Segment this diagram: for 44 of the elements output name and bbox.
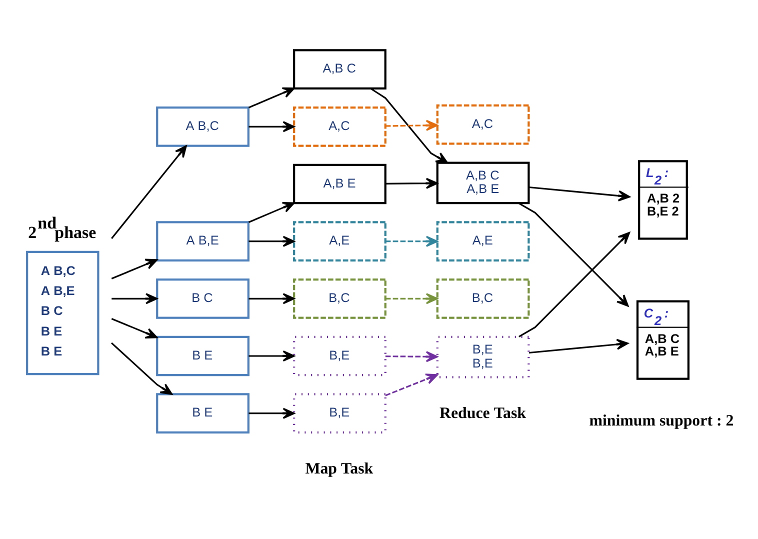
- arrow: [111, 258, 158, 279]
- arrow: [248, 350, 295, 362]
- node-box: A,E: [293, 220, 386, 261]
- arrow: [248, 120, 295, 132]
- arrow: [385, 350, 438, 362]
- arrow: [518, 231, 630, 337]
- node-box: A,E: [436, 220, 530, 261]
- arrow: [518, 202, 629, 306]
- node-box: B E: [156, 392, 250, 433]
- node-box: B C: [156, 278, 250, 318]
- arrow: [110, 342, 173, 394]
- arrow: [111, 144, 187, 239]
- node-box: B,E: [293, 392, 386, 433]
- node-box: A,B C A,B E: [436, 161, 530, 204]
- arrow: [248, 201, 295, 222]
- node-box: A,C: [293, 106, 386, 146]
- node-box: B E: [156, 335, 250, 376]
- node-box: B,C: [436, 278, 530, 318]
- node-box: A B,C: [156, 106, 250, 146]
- arrow: [385, 119, 438, 130]
- arrow: [528, 338, 629, 354]
- label: Reduce Task: [440, 404, 526, 422]
- arrow: [385, 373, 438, 396]
- arrow: [385, 292, 438, 304]
- label: Map Task: [305, 460, 374, 477]
- node-box: B,E B,E: [436, 335, 530, 378]
- node-box: A,B E: [293, 163, 386, 204]
- arrow: [248, 407, 295, 418]
- node-box: A B,E: [156, 220, 250, 261]
- node-box: B,E: [293, 335, 386, 376]
- arrow: [248, 292, 295, 304]
- node-box: A,C: [436, 104, 530, 144]
- arrow: [111, 317, 158, 338]
- arrow: [385, 235, 438, 246]
- arrow: [248, 235, 295, 246]
- arrow: [370, 87, 448, 163]
- arrow: [112, 292, 158, 304]
- node-box: A,B C: [293, 48, 386, 90]
- arrow: [248, 86, 295, 108]
- label: minimum support : 2: [589, 412, 734, 430]
- node-box: B,C: [293, 278, 386, 318]
- node-box: A B,C A B,E B C B E B E: [26, 250, 100, 375]
- arrow: [385, 177, 438, 188]
- arrow: [528, 186, 630, 201]
